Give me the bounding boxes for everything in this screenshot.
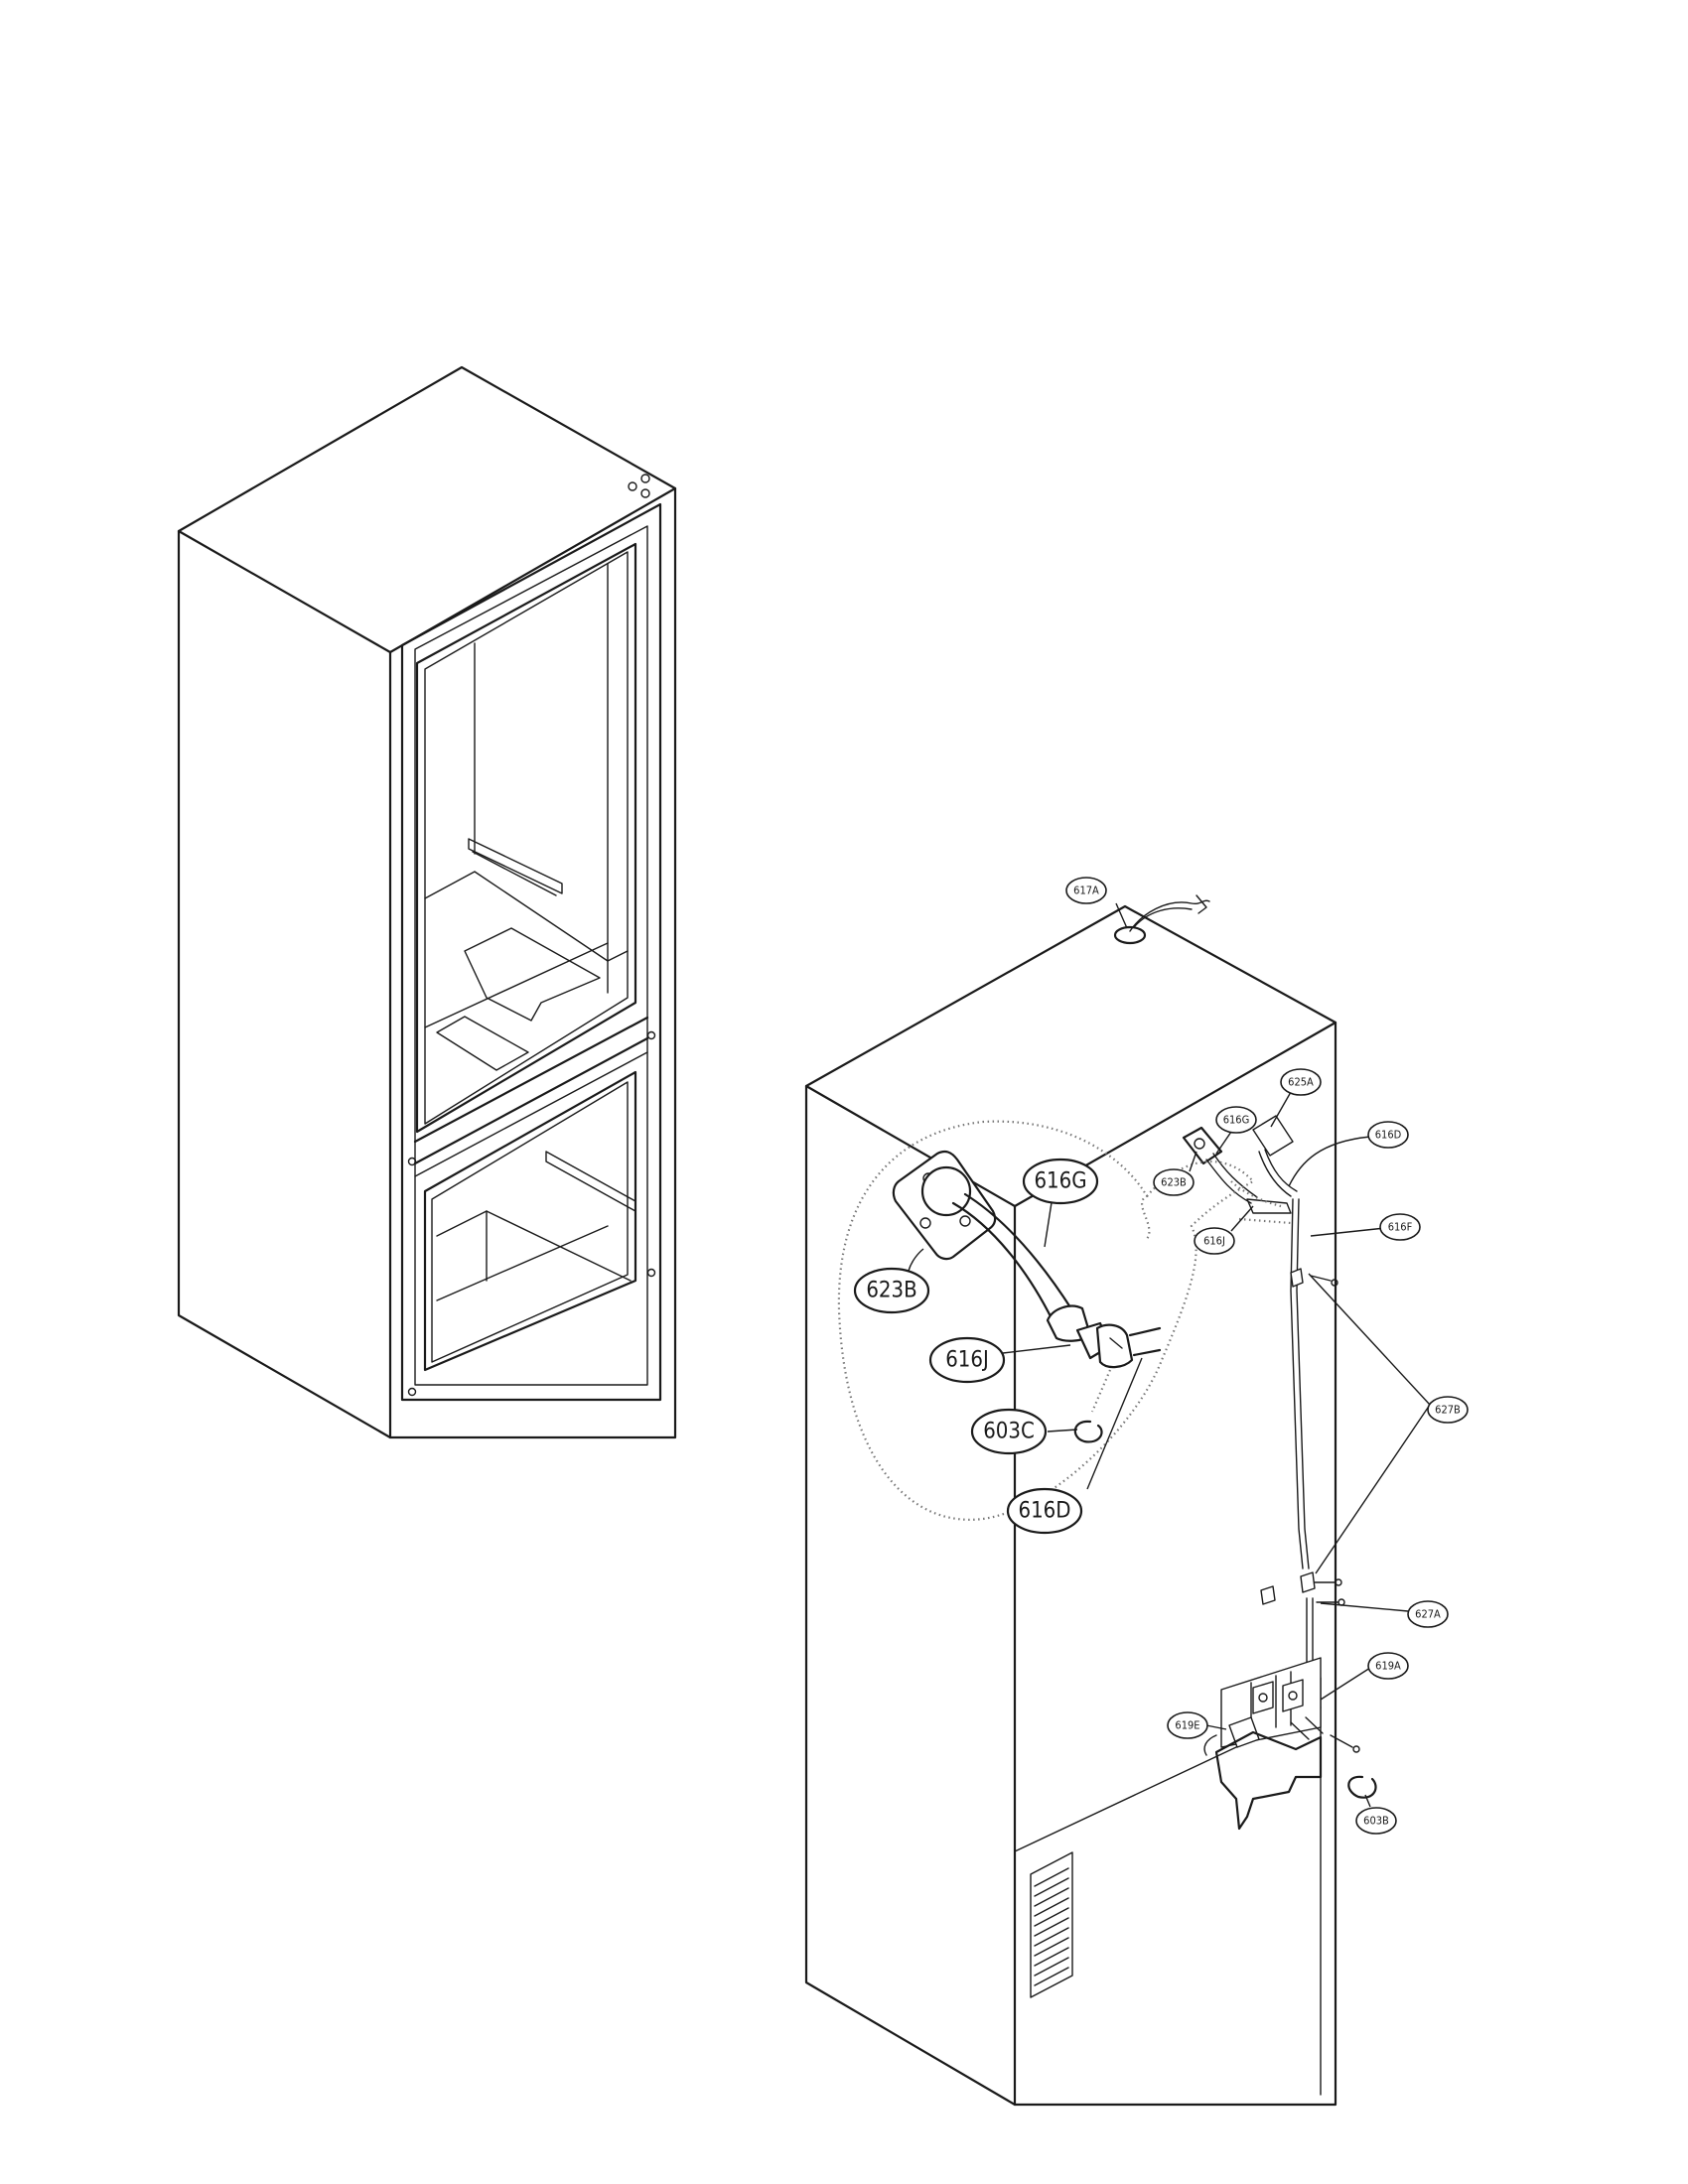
callout-label: 616D xyxy=(1375,1129,1402,1142)
leader-lines xyxy=(908,902,1431,1808)
callout-616J-small: 616J xyxy=(1194,1227,1235,1255)
callout-627B: 627B xyxy=(1427,1396,1469,1424)
callout-616J-large: 616J xyxy=(928,1336,1006,1384)
callout-603C: 603C xyxy=(970,1408,1048,1455)
vent-grille xyxy=(1030,1851,1073,1998)
front-cabinet-view xyxy=(177,365,677,1439)
callout-616G-large: 616G xyxy=(1022,1158,1099,1205)
detail-zoom xyxy=(837,1120,1255,1521)
callout-619E: 619E xyxy=(1167,1711,1208,1739)
callout-label: 619A xyxy=(1375,1660,1401,1673)
callout-label: 616F xyxy=(1388,1221,1413,1234)
callout-label: 627B xyxy=(1435,1404,1461,1417)
callout-label: 616D xyxy=(1018,1499,1070,1524)
callout-616D-large: 616D xyxy=(1006,1487,1083,1535)
callout-label: 603C xyxy=(983,1420,1035,1444)
callout-623B-small: 623B xyxy=(1153,1168,1195,1196)
callout-label: 616J xyxy=(1203,1235,1225,1248)
callout-616F: 616F xyxy=(1379,1213,1421,1241)
callout-label: 623B xyxy=(866,1279,916,1303)
callout-619A: 619A xyxy=(1367,1652,1409,1680)
callout-627A: 627A xyxy=(1407,1600,1449,1628)
water-valve-assembly xyxy=(1203,1657,1360,1831)
callout-label: 625A xyxy=(1288,1076,1314,1089)
callout-label: 603B xyxy=(1363,1815,1389,1828)
callout-label: 619E xyxy=(1175,1719,1199,1732)
callout-label: 616J xyxy=(945,1348,989,1373)
callout-603B: 603B xyxy=(1355,1807,1397,1835)
callout-616D-small: 616D xyxy=(1367,1121,1409,1149)
callout-623B-large: 623B xyxy=(853,1267,930,1314)
callout-label: 623B xyxy=(1161,1176,1187,1189)
callout-617A: 617A xyxy=(1065,877,1107,904)
callout-label: 616G xyxy=(1223,1114,1250,1127)
callout-label: 627A xyxy=(1415,1608,1441,1621)
callout-625A: 625A xyxy=(1280,1068,1322,1096)
callout-616G-small: 616G xyxy=(1215,1106,1257,1134)
callout-label: 616G xyxy=(1034,1169,1086,1194)
callout-label: 617A xyxy=(1073,885,1099,897)
